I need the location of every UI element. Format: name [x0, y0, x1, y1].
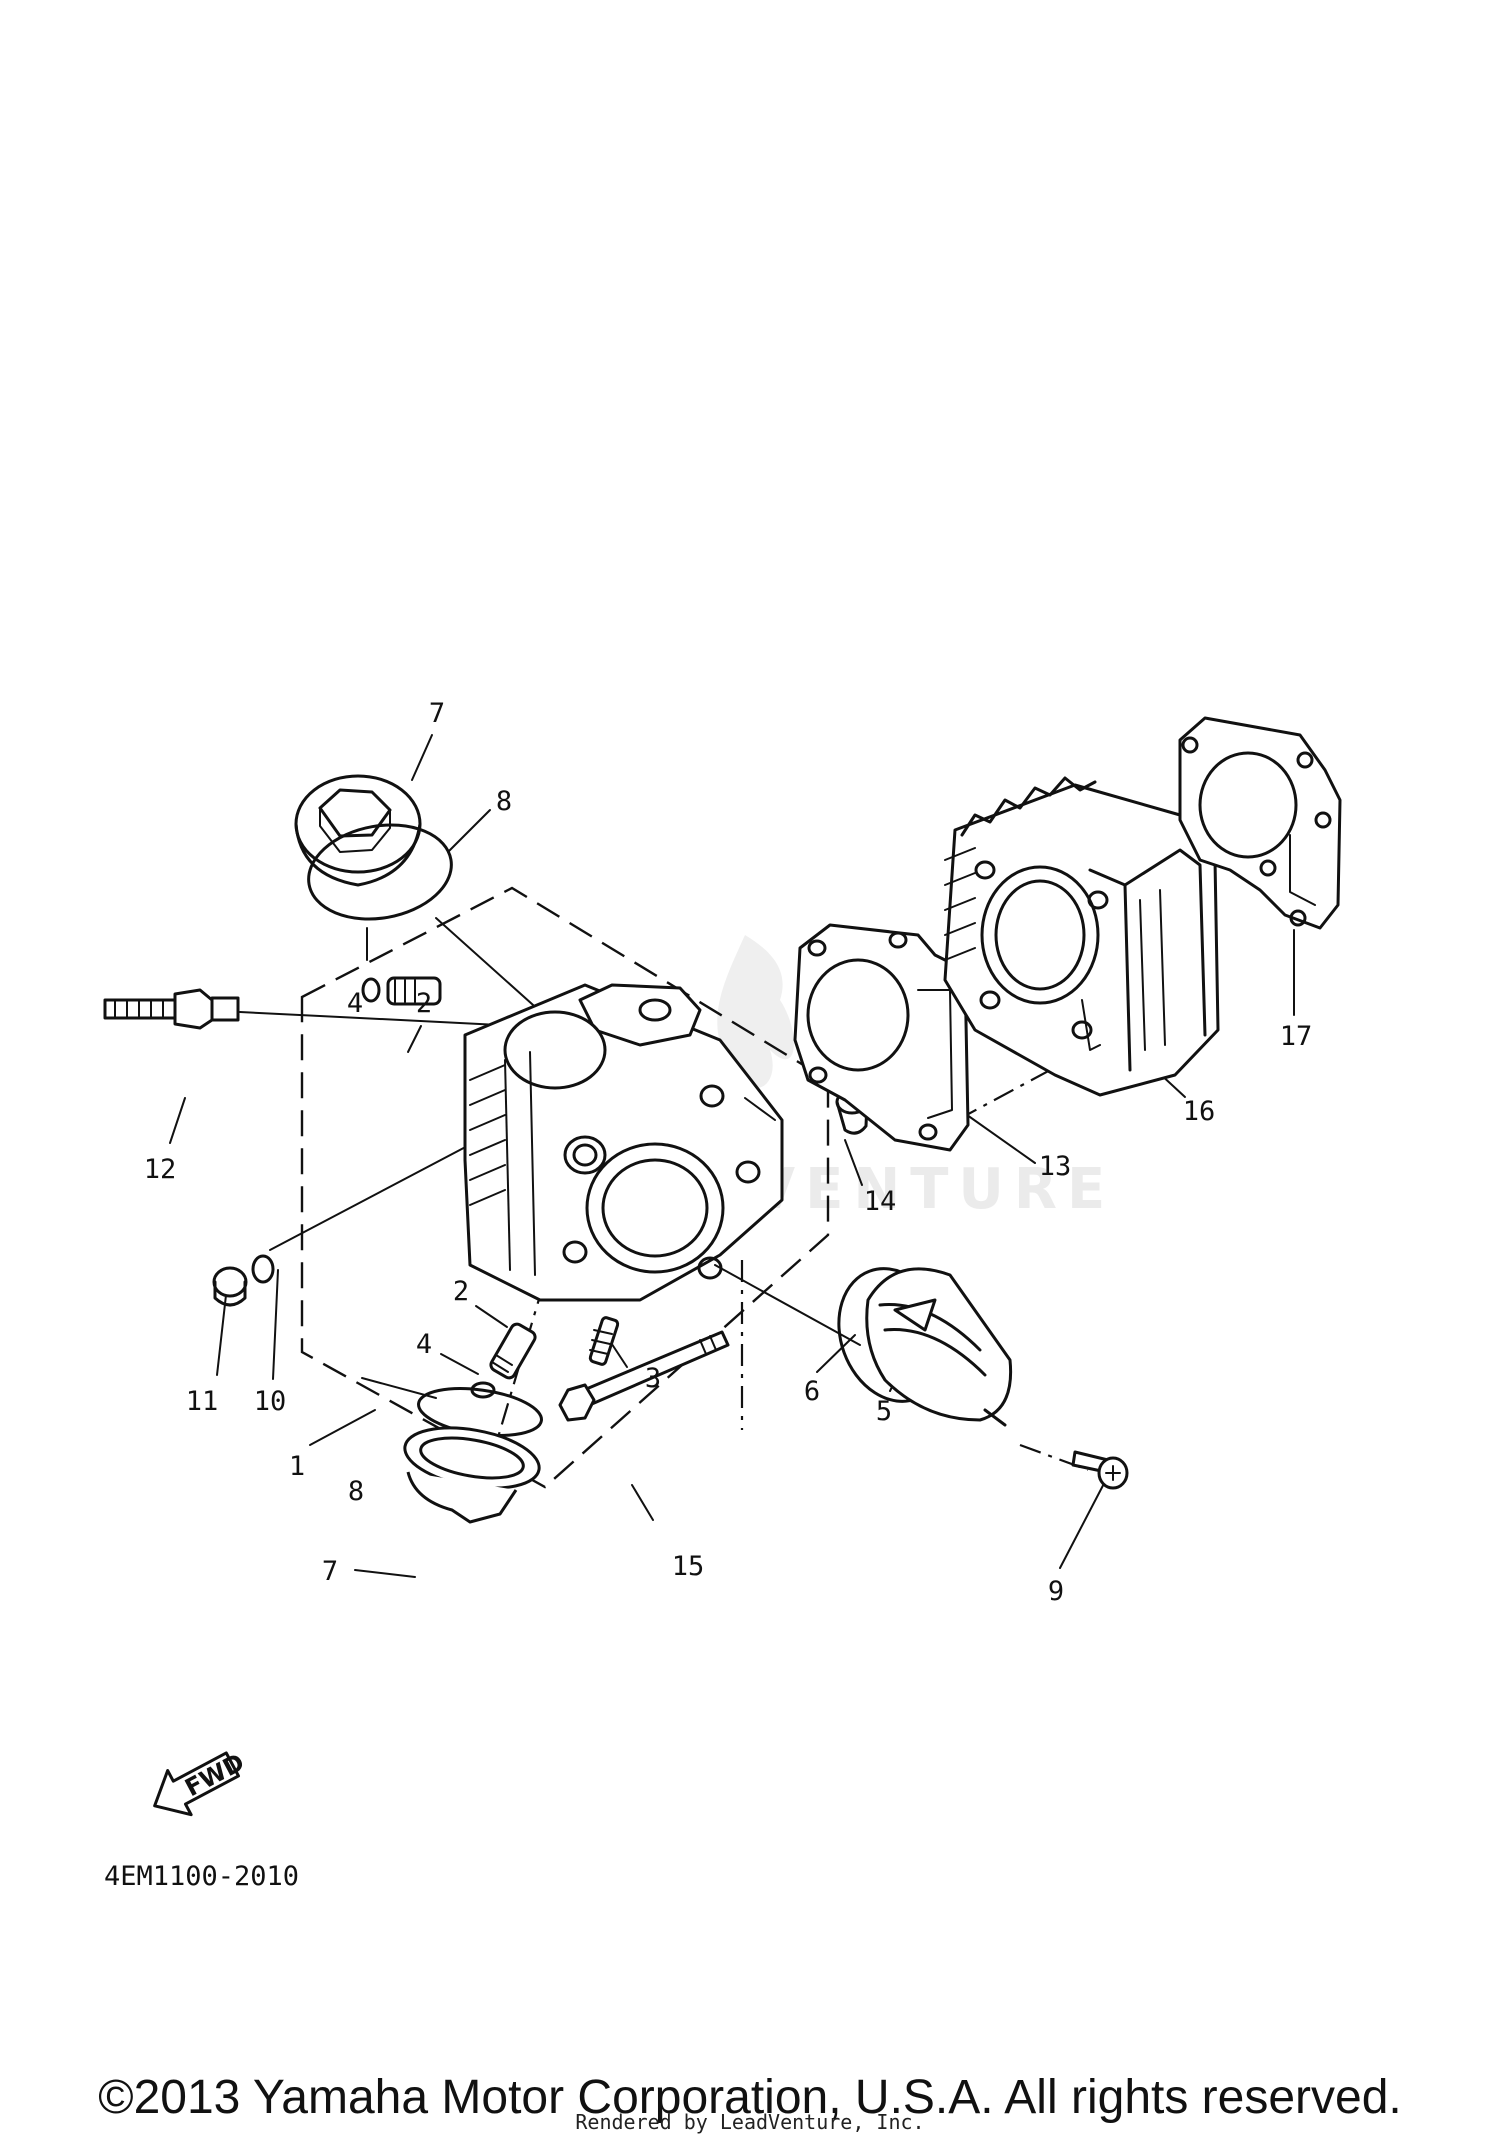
assembly-outline: [300, 886, 830, 1489]
callout-4-top: 4: [347, 988, 363, 1019]
callout-6: 6: [804, 1376, 820, 1407]
oring-top: [307, 823, 453, 921]
fwd-label: FWD: [180, 1748, 249, 1802]
callout-7-lower: 7: [322, 1556, 338, 1587]
callout-7-top: 7: [429, 698, 445, 729]
cylinder: [943, 776, 1220, 1097]
copyright-text: ©2013 Yamaha Motor Corporation, U.S.A. A…: [98, 2071, 1402, 2124]
callout-5: 5: [876, 1396, 892, 1427]
callout-10: 10: [254, 1386, 287, 1417]
drain-bolt: [212, 1266, 248, 1307]
rendered-by-text: Rendered by LeadVenture, Inc.: [575, 2110, 924, 2134]
base-gasket: [1178, 716, 1342, 930]
callout-8-lower: 8: [348, 1476, 364, 1507]
callout-9: 9: [1048, 1576, 1064, 1607]
callout-16: 16: [1183, 1096, 1216, 1127]
callout-1: 1: [289, 1451, 305, 1482]
callout-2-top: 2: [416, 988, 432, 1019]
callout-13: 13: [1039, 1151, 1072, 1182]
valve-guide-lower: [489, 1322, 537, 1380]
side-cover: [865, 1267, 1013, 1427]
stud: [588, 1316, 620, 1366]
spark-plug: [103, 988, 240, 1030]
callout-11: 11: [186, 1386, 219, 1417]
callout-2-lower: 2: [453, 1276, 469, 1307]
callout-14: 14: [864, 1186, 897, 1217]
long-bolt: [558, 1330, 730, 1422]
clip-top: [361, 977, 381, 1003]
washer: [251, 1254, 275, 1284]
callout-3: 3: [645, 1363, 661, 1394]
cylinder-head: [463, 983, 784, 1302]
cover-screw: [1071, 1450, 1129, 1490]
callouts: 7 8 4 2 12 11 10 2 4 3 1 8 7 15 14 13 16…: [144, 698, 1313, 1607]
callout-17: 17: [1280, 1021, 1313, 1052]
callout-4-lower: 4: [416, 1329, 432, 1360]
fwd-arrow-icon: FWD: [153, 1748, 249, 1817]
cap-lower: [403, 1426, 541, 1524]
callout-8-top: 8: [496, 786, 512, 817]
callout-15: 15: [672, 1551, 705, 1582]
callout-12: 12: [144, 1154, 177, 1185]
head-gasket: [793, 923, 970, 1152]
valve-guide-top: [386, 976, 442, 1006]
diagram-code: 4EM1100-2010: [104, 1861, 299, 1892]
